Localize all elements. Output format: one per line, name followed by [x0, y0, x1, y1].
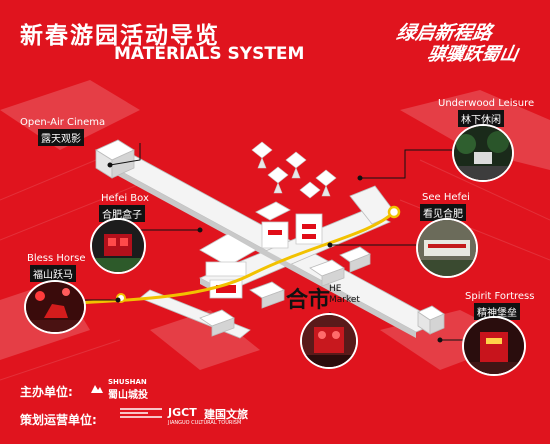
host-logo-en: SHUSHAN: [108, 378, 147, 386]
spot-spirit-fortress-cn: 精神堡垒: [474, 303, 520, 320]
shushan-logo-icon: [91, 385, 103, 393]
spot-hefei-box-en: Hefei Box: [101, 193, 149, 204]
market-photo: [300, 313, 358, 369]
operator-logo-en: JGCT: [168, 406, 197, 419]
host-label: 主办单位:: [20, 385, 73, 399]
buildings: [95, 139, 445, 337]
slogan-line-2: 骐骥跃蜀山: [425, 44, 520, 65]
market-title-cn: 合市: [286, 288, 331, 313]
operator-label: 策划运营单位:: [20, 413, 97, 427]
spot-see-hefei-cn: 看见合肥: [420, 204, 466, 221]
spot-see-hefei-en: See Hefei: [422, 192, 470, 203]
page-title: 新春游园活动导览: [20, 23, 220, 49]
host-logo-cn: 蜀山城投: [108, 390, 148, 401]
fan-sculptures: [251, 141, 337, 199]
spot-bless-horse-cn: 福山跃马: [30, 265, 76, 282]
page-subtitle: MATERIALS SYSTEM: [114, 44, 305, 64]
spot-open-air-cinema-en: Open-Air Cinema: [20, 117, 106, 128]
spot-underwood-leisure-cn: 林下休闲: [458, 110, 504, 127]
route-line: [39, 210, 396, 307]
market-title-en: HE Market: [329, 284, 360, 306]
spot-underwood-leisure-photo: [452, 124, 514, 182]
jgct-logo-icon: [120, 408, 162, 418]
operator-logo-sub: JIANGUO CULTURAL TOURISM: [168, 420, 242, 426]
spot-hefei-box-cn: 合肥盒子: [99, 205, 145, 222]
operator-logo-cn: 建国文旅: [204, 408, 248, 421]
spot-spirit-fortress-photo: [462, 316, 526, 376]
spot-bless-horse-photo: [24, 280, 86, 334]
market-en-line-1: HE: [329, 284, 342, 294]
spot-open-air-cinema-cn: 露天观影: [38, 129, 84, 146]
spot-spirit-fortress-en: Spirit Fortress: [465, 291, 535, 302]
market-en-line-2: Market: [329, 295, 360, 305]
spot-bless-horse-en: Bless Horse: [27, 253, 86, 264]
spot-hefei-box-photo: [90, 218, 146, 274]
spot-see-hefei-photo: [416, 218, 478, 278]
spot-underwood-leisure-en: Underwood Leisure: [438, 98, 535, 109]
